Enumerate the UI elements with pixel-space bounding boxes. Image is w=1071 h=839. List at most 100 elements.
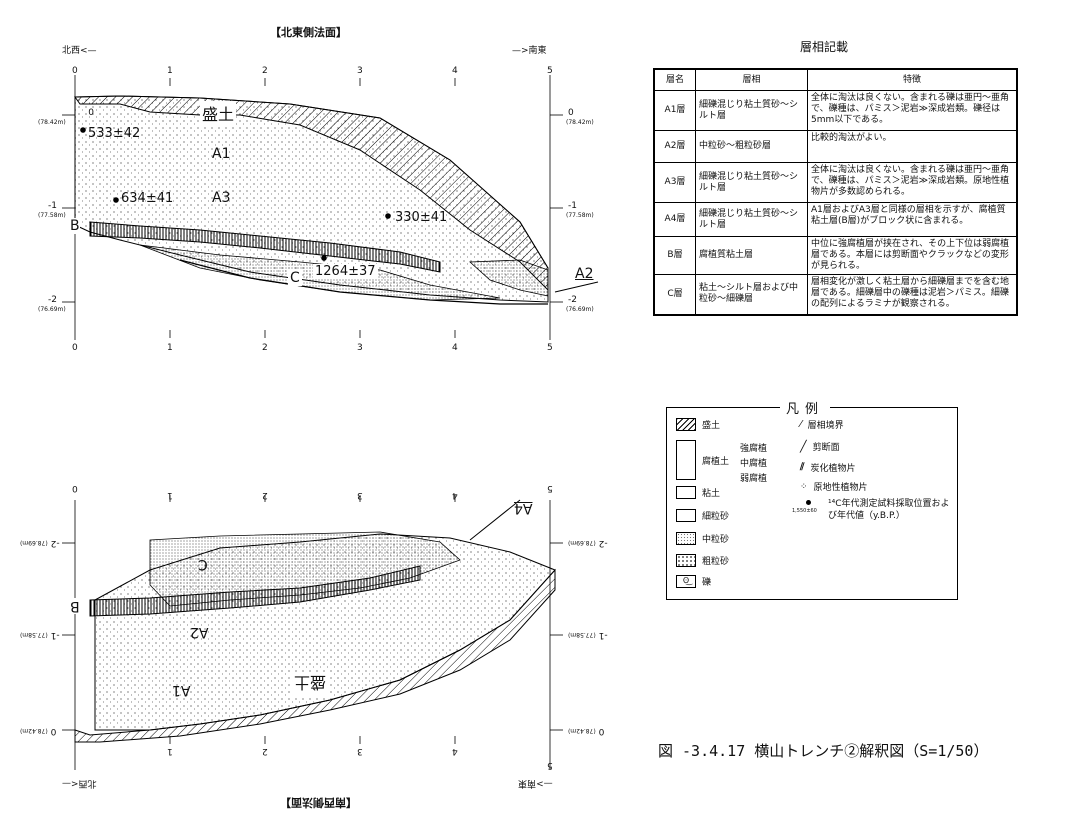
top-date-3: 330±41 <box>395 210 448 225</box>
table-row: B層 腐植質粘土層 中位に強腐植層が挟在され、その上下位は弱腐植層である。本層に… <box>653 236 1018 275</box>
top-dir-right: —>南東 <box>512 46 547 56</box>
top-level-0-left: 0 <box>88 108 94 118</box>
boundary-line-icon: ⁄ <box>800 419 802 430</box>
bottom-label-b: B <box>70 598 80 614</box>
legend-title: 凡例 <box>780 398 831 417</box>
shear-line-icon: ╱ <box>800 440 807 453</box>
top-level-0-elev-right: (78.42m) <box>566 119 594 126</box>
top-date-2: 634±41 <box>121 191 174 206</box>
cell-feature: 中位に強腐植層が挟在され、その上下位は弱腐植層である。本層には剪断面やクラックな… <box>807 236 1018 275</box>
bottom-section-title: 【南西側法面】 <box>280 796 357 809</box>
top-dir-left: 北西<— <box>62 46 97 56</box>
top-level-1-elev-right: (77.58m) <box>566 212 594 219</box>
bottom-btick-3: 3 <box>357 746 363 756</box>
bottom-dir-right: —>南東 <box>518 778 553 788</box>
bottom-tick-2: 2 <box>262 490 268 500</box>
bottom-level-0-right: -2 (78.69m) <box>568 538 608 548</box>
cell-name: B層 <box>653 236 696 275</box>
cell-facies: 腐植質粘土層 <box>695 236 808 275</box>
bottom-label-a4: A4 <box>514 500 533 516</box>
header-feature: 特徴 <box>807 68 1018 91</box>
legend-humus: 腐植土 <box>676 440 729 480</box>
top-level-2-elev-right: (76.69m) <box>566 306 594 313</box>
top-label-c: C <box>288 270 302 286</box>
cell-feature: A1層およびA3層と同様の層相を示すが、腐植質粘土層(B層)がブロック状に含まれ… <box>807 202 1018 237</box>
sample-dot-icon <box>806 500 811 505</box>
top-section-title: 【北東側法面】 <box>270 26 347 39</box>
top-date-1: 533±42 <box>88 126 141 141</box>
cell-feature: 比較的淘汰がよい。 <box>807 130 1018 163</box>
clay-swatch-icon <box>676 486 696 499</box>
cell-feature: 全体に淘汰は良くない。含まれる礫は亜円～亜角で、礫種は、パミス＞泥岩≫深成岩類。… <box>807 162 1018 203</box>
table-row: A1層 細礫混じり粘土質砂～シルト層 全体に淘汰は良くない。含まれる礫は亜円～亜… <box>653 90 1018 131</box>
legend-humus-weak: 弱腐植 <box>740 474 768 484</box>
cell-facies: 中粒砂～粗粒砂層 <box>695 130 808 163</box>
top-tick-3: 3 <box>357 66 363 76</box>
facies-table-title: 層相記載 <box>800 40 849 54</box>
bottom-tick-5: 5 <box>547 483 553 493</box>
bottom-btick-5: 5 <box>547 760 553 770</box>
cell-facies: 細礫混じり粘土質砂～シルト層 <box>695 90 808 131</box>
cell-facies: 細礫混じり粘土質砂～シルト層 <box>695 202 808 237</box>
header-facies: 層相 <box>695 68 808 91</box>
cell-name: A4層 <box>653 202 696 237</box>
medium-sand-swatch-icon <box>676 532 696 545</box>
legend-clay: 粘土 <box>676 486 720 499</box>
cell-feature: 全体に淘汰は良くない。含まれる礫は亜円～亜角で、礫種は、パミス＞泥岩≫深成岩類。… <box>807 90 1018 131</box>
top-label-a1: A1 <box>212 146 231 162</box>
bottom-level-2-left: 0 (78.42m) <box>20 726 57 736</box>
bottom-label-c: C <box>198 556 208 572</box>
top-tick-0: 0 <box>72 66 78 76</box>
bottom-tick-1: 1 <box>167 490 173 500</box>
figure-caption: 図 -3.4.17 横山トレンチ②解釈図（S=1/50） <box>658 742 989 760</box>
top-level-0-elev-left: (78.42m) <box>38 119 66 126</box>
bottom-dir-left: 北西<— <box>62 778 97 788</box>
cell-facies: 細礫混じり粘土質砂～シルト層 <box>695 162 808 203</box>
top-level-0-right: 0 <box>568 108 574 118</box>
legend-plant: ⁘ 原地性植物片 <box>800 481 868 494</box>
charcoal-icon: ⫽ <box>800 462 805 473</box>
top-btick-1: 1 <box>167 343 173 353</box>
bottom-btick-2: 2 <box>262 746 268 756</box>
top-label-fill: 盛土 <box>200 101 237 125</box>
plant-icon: ⁘ <box>800 481 808 492</box>
cell-name: A1層 <box>653 90 696 131</box>
bottom-btick-1: 1 <box>167 746 173 756</box>
top-level-1-elev-left: (77.58m) <box>38 212 66 219</box>
table-row: A3層 細礫混じり粘土質砂～シルト層 全体に淘汰は良くない。含まれる礫は亜円～亜… <box>653 162 1018 203</box>
bottom-tick-3: 3 <box>357 490 363 500</box>
legend-gravel: ʘ͜ 礫 <box>676 575 711 588</box>
top-level-1-left: -1 <box>48 201 57 211</box>
top-tick-5: 5 <box>547 66 553 76</box>
coarse-sand-swatch-icon <box>676 554 696 567</box>
bottom-level-0-left: -2 (78.69m) <box>20 538 60 548</box>
top-label-b: B <box>70 218 80 234</box>
legend-c14: ¹⁴C年代測定試料採取位置および年代値（y.B.P.） <box>828 499 950 521</box>
top-level-2-left: -2 <box>48 295 57 305</box>
legend-humus-mid: 中腐植 <box>740 459 768 469</box>
legend-fill: 盛土 <box>676 418 720 431</box>
legend-fine-sand: 細粒砂 <box>676 509 729 522</box>
legend-charcoal: ⫽ 炭化植物片 <box>800 462 856 474</box>
legend-shear: ╱ 剪断面 <box>800 440 840 453</box>
cell-feature: 層相変化が激しく粘土層から細礫層までを含む地層である。細礫層中の礫種は泥岩＞パミ… <box>807 274 1018 315</box>
top-level-2-elev-left: (76.69m) <box>38 306 66 313</box>
legend-sample-value: 1,550±60 <box>792 508 817 514</box>
legend-boundary: ⁄ 層相境界 <box>800 419 844 431</box>
top-cross-section <box>62 75 599 340</box>
bottom-label-a2: A2 <box>190 624 209 640</box>
top-btick-5: 5 <box>547 343 553 353</box>
bottom-label-fill: 盛土 <box>292 672 329 696</box>
top-label-a2: A2 <box>575 266 594 282</box>
top-btick-4: 4 <box>452 343 458 353</box>
cell-name: C層 <box>653 274 696 315</box>
top-tick-1: 1 <box>167 66 173 76</box>
bottom-level-2-right: 0 (78.42m) <box>568 726 605 736</box>
top-tick-2: 2 <box>262 66 268 76</box>
table-row: A2層 中粒砂～粗粒砂層 比較的淘汰がよい。 <box>653 130 1018 163</box>
fine-sand-swatch-icon <box>676 509 696 522</box>
top-btick-0: 0 <box>72 343 78 353</box>
table-row: A4層 細礫混じり粘土質砂～シルト層 A1層およびA3層と同様の層相を示すが、腐… <box>653 202 1018 237</box>
top-tick-4: 4 <box>452 66 458 76</box>
top-level-1-right: -1 <box>568 201 577 211</box>
